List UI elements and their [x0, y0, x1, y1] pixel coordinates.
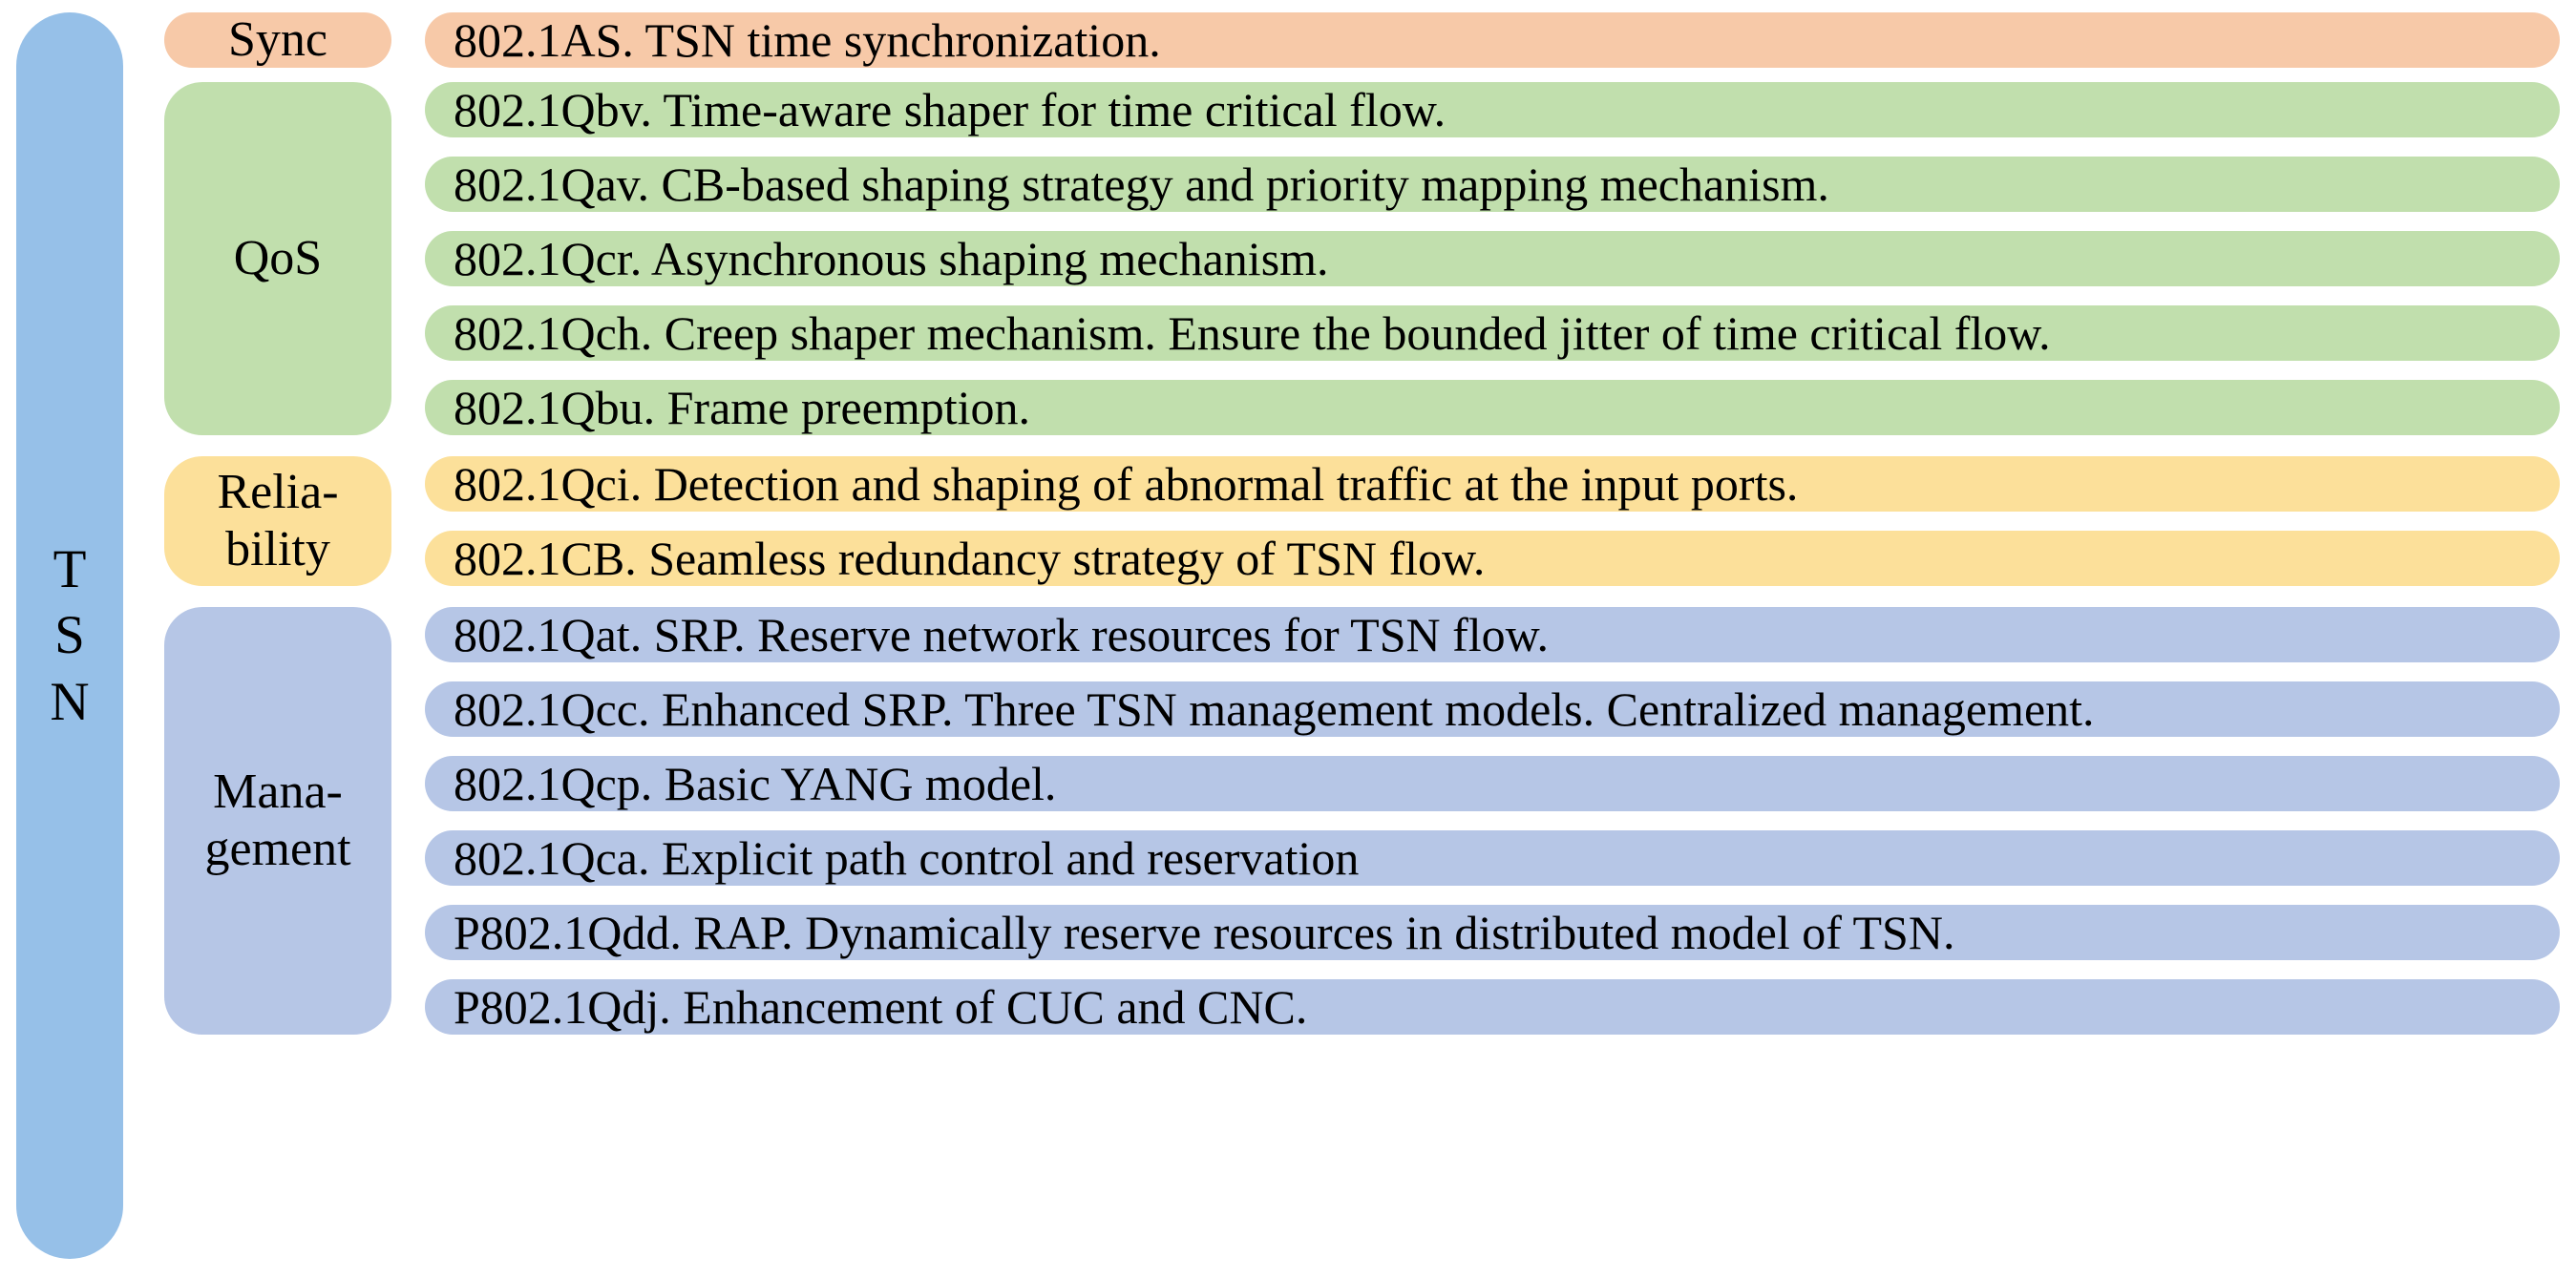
category-sync: Sync: [164, 12, 391, 68]
standard-row: 802.1Qcp. Basic YANG model.: [425, 756, 2560, 811]
standard-row: 802.1Qcr. Asynchronous shaping mechanism…: [425, 231, 2560, 286]
standard-row: 802.1Qch. Creep shaper mechanism. Ensure…: [425, 305, 2560, 361]
standard-row: P802.1Qdd. RAP. Dynamically reserve reso…: [425, 905, 2560, 960]
category-management: Mana- gement: [164, 607, 391, 1035]
category-reliability-label: Relia- bility: [213, 464, 342, 579]
tsn-letter-n: N: [50, 671, 90, 732]
category-qos-label: QoS: [233, 230, 323, 285]
category-sync-label: Sync: [228, 11, 327, 67]
category-reliability: Relia- bility: [164, 456, 391, 586]
category-management-label-line1: Mana-: [213, 764, 343, 819]
category-reliability-label-line2: bility: [225, 522, 330, 576]
standard-row: 802.1Qbu. Frame preemption.: [425, 380, 2560, 435]
category-reliability-label-line1: Relia-: [217, 464, 339, 519]
standard-row: 802.1CB. Seamless redundancy strategy of…: [425, 531, 2560, 586]
standard-row: 802.1Qcc. Enhanced SRP. Three TSN manage…: [425, 681, 2560, 737]
category-management-label-line2: gement: [204, 822, 351, 876]
standard-row: 802.1Qca. Explicit path control and rese…: [425, 830, 2560, 886]
standard-row: 802.1AS. TSN time synchronization.: [425, 12, 2560, 68]
tsn-letter-t: T: [53, 538, 87, 599]
standard-row: 802.1Qci. Detection and shaping of abnor…: [425, 456, 2560, 512]
standard-row: 802.1Qat. SRP. Reserve network resources…: [425, 607, 2560, 662]
tsn-root-bar: T S N: [16, 12, 123, 1259]
standard-row: 802.1Qbv. Time-aware shaper for time cri…: [425, 82, 2560, 137]
category-management-label: Mana- gement: [201, 764, 354, 879]
tsn-letter-s: S: [54, 605, 85, 666]
standard-row: P802.1Qdj. Enhancement of CUC and CNC.: [425, 979, 2560, 1035]
category-qos: QoS: [164, 82, 391, 435]
standard-row: 802.1Qav. CB-based shaping strategy and …: [425, 157, 2560, 212]
